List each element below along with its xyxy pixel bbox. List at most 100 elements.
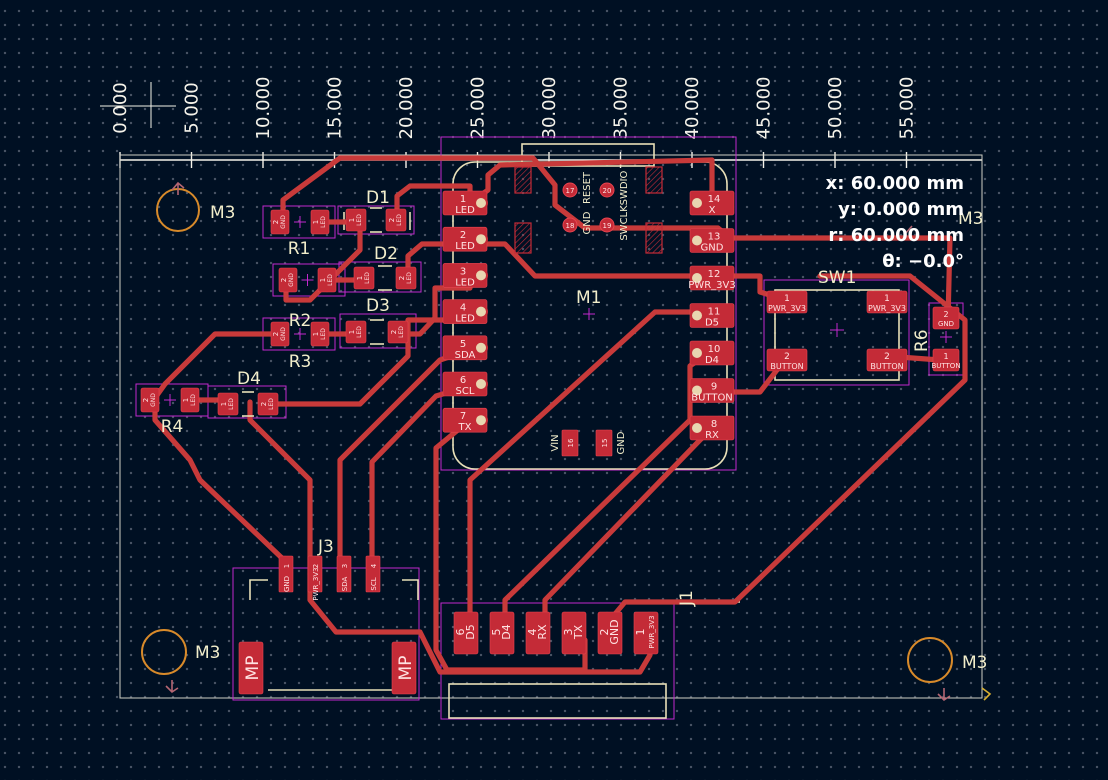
m1-pin-net: TX bbox=[458, 422, 472, 433]
m1-pad-16[interactable] bbox=[561, 429, 579, 457]
ref-r6: R6 bbox=[912, 329, 932, 352]
ruler-tick-label: 40.000 bbox=[682, 77, 703, 140]
m1-pin-num: 3 bbox=[460, 266, 466, 277]
j3-pin-net: PWR_3V3 bbox=[312, 567, 320, 600]
sw1-pin-net: PWR_3V3 bbox=[768, 304, 806, 313]
j3-pad-4[interactable] bbox=[365, 555, 381, 593]
m1-pin-net: SWDIO bbox=[619, 170, 630, 205]
r2-pad-1[interactable] bbox=[317, 267, 337, 293]
j3-mount-pad[interactable] bbox=[391, 641, 417, 695]
j1-pin-num: 6 bbox=[454, 629, 467, 636]
sw1-pad-1[interactable] bbox=[866, 290, 908, 314]
j1-pad-3[interactable] bbox=[561, 611, 587, 655]
m1-pad-hole bbox=[474, 377, 488, 391]
j3-pad-3[interactable] bbox=[336, 555, 352, 593]
r4-pad-2[interactable] bbox=[140, 387, 160, 413]
r6-pad-2[interactable] bbox=[932, 306, 960, 330]
j3-mount-pad[interactable] bbox=[238, 641, 264, 695]
d4-pad-2[interactable] bbox=[257, 392, 279, 416]
r3-pad-1[interactable] bbox=[310, 321, 330, 347]
m1-pin-net: SCL bbox=[456, 386, 475, 397]
mounting-hole-top-left[interactable]: M3 bbox=[156, 181, 235, 232]
m1-pin-net: SDA bbox=[455, 350, 476, 361]
mounting-hole-top-right[interactable]: M3 bbox=[904, 209, 983, 235]
sw1-pad-2[interactable] bbox=[766, 348, 808, 372]
m1-pad-19[interactable] bbox=[599, 217, 615, 233]
r4-pad-1[interactable] bbox=[180, 387, 200, 413]
j3-pad-2[interactable] bbox=[307, 555, 323, 593]
m1-pin-net: GND bbox=[582, 211, 593, 234]
j1-pin-net: GND bbox=[608, 619, 621, 644]
d4-pad-1[interactable] bbox=[217, 392, 239, 416]
m1-hatched-pad-1 bbox=[514, 166, 532, 194]
j1-pad-2[interactable] bbox=[597, 611, 623, 655]
r6-pad-1[interactable] bbox=[932, 348, 960, 372]
j1-pad-4[interactable] bbox=[525, 611, 551, 655]
j3-pin-net: SCL bbox=[370, 577, 378, 590]
m1-pin-net: D4 bbox=[705, 355, 719, 366]
d3-pin-net: LED bbox=[356, 326, 363, 338]
board-outline[interactable] bbox=[119, 154, 983, 699]
m1-pin-net: BUTTON bbox=[691, 393, 733, 404]
m1-pad-hole bbox=[690, 421, 704, 435]
r3-pin-net: GND bbox=[280, 327, 287, 341]
d2-pad-2[interactable] bbox=[395, 266, 417, 290]
j1-pin-num: 4 bbox=[526, 629, 539, 636]
j3-pad-1[interactable] bbox=[278, 555, 294, 593]
r3-pad-2[interactable] bbox=[270, 321, 290, 347]
r4-pin-net: LED bbox=[190, 394, 197, 406]
d2-pin-num: 1 bbox=[356, 276, 364, 280]
j1-pad-6[interactable] bbox=[453, 611, 479, 655]
m1-pad-18[interactable] bbox=[562, 217, 578, 233]
m1-pin-num: 11 bbox=[708, 307, 721, 318]
j1-pin-num: 3 bbox=[562, 629, 575, 636]
sw1-pin-num: 1 bbox=[784, 294, 790, 304]
m1-pad-15[interactable] bbox=[595, 429, 613, 457]
readout-r: r: 60.000 mm bbox=[828, 225, 964, 246]
j1-pin-net: D5 bbox=[464, 624, 477, 639]
m1-pad-17[interactable] bbox=[562, 182, 578, 198]
mounting-hole-bottom-right[interactable]: M3 bbox=[907, 637, 992, 702]
j3-mount-label: MP bbox=[396, 656, 416, 681]
r1-pad-1[interactable] bbox=[310, 209, 330, 235]
mounting-hole-bottom-left[interactable]: M3 bbox=[141, 629, 220, 694]
coordinate-readout: x: 60.000 mm y: 0.000 mm r: 60.000 mm θ:… bbox=[826, 173, 964, 272]
ref-d1: D1 bbox=[366, 188, 390, 208]
d2-pad-1[interactable] bbox=[353, 266, 375, 290]
r4-pin-num: 1 bbox=[182, 398, 190, 402]
d3-pad-1[interactable] bbox=[345, 320, 367, 344]
m1-pin-num: 9 bbox=[711, 382, 717, 393]
j1-pad-5[interactable] bbox=[489, 611, 515, 655]
r1-pad-2[interactable] bbox=[270, 209, 290, 235]
m1-pad-20[interactable] bbox=[599, 182, 615, 198]
sw1-pad-1[interactable] bbox=[766, 290, 808, 314]
module-m1[interactable]: M1 1LED2LED3LED4LED5SDA6SCL7TX14X13GND12… bbox=[442, 166, 736, 457]
d1-pad-2[interactable] bbox=[385, 208, 407, 232]
d3-pad-2[interactable] bbox=[387, 320, 409, 344]
m1-pin-num: 2 bbox=[460, 230, 466, 241]
readout-x: x: 60.000 mm bbox=[826, 173, 964, 194]
d1-pad-1[interactable] bbox=[345, 208, 367, 232]
m1-pin-num: 7 bbox=[460, 411, 466, 422]
j1-pad-1[interactable] bbox=[633, 611, 659, 655]
ref-j1: J1 bbox=[677, 590, 697, 607]
m1-pin-net: GND bbox=[616, 431, 627, 454]
sw1-pad-2[interactable] bbox=[866, 348, 908, 372]
r3-pin-num: 2 bbox=[272, 332, 280, 336]
d1-pin-net: LED bbox=[396, 214, 403, 226]
r6-pin-net: GND bbox=[938, 320, 954, 328]
r2-pad-2[interactable] bbox=[278, 267, 298, 293]
